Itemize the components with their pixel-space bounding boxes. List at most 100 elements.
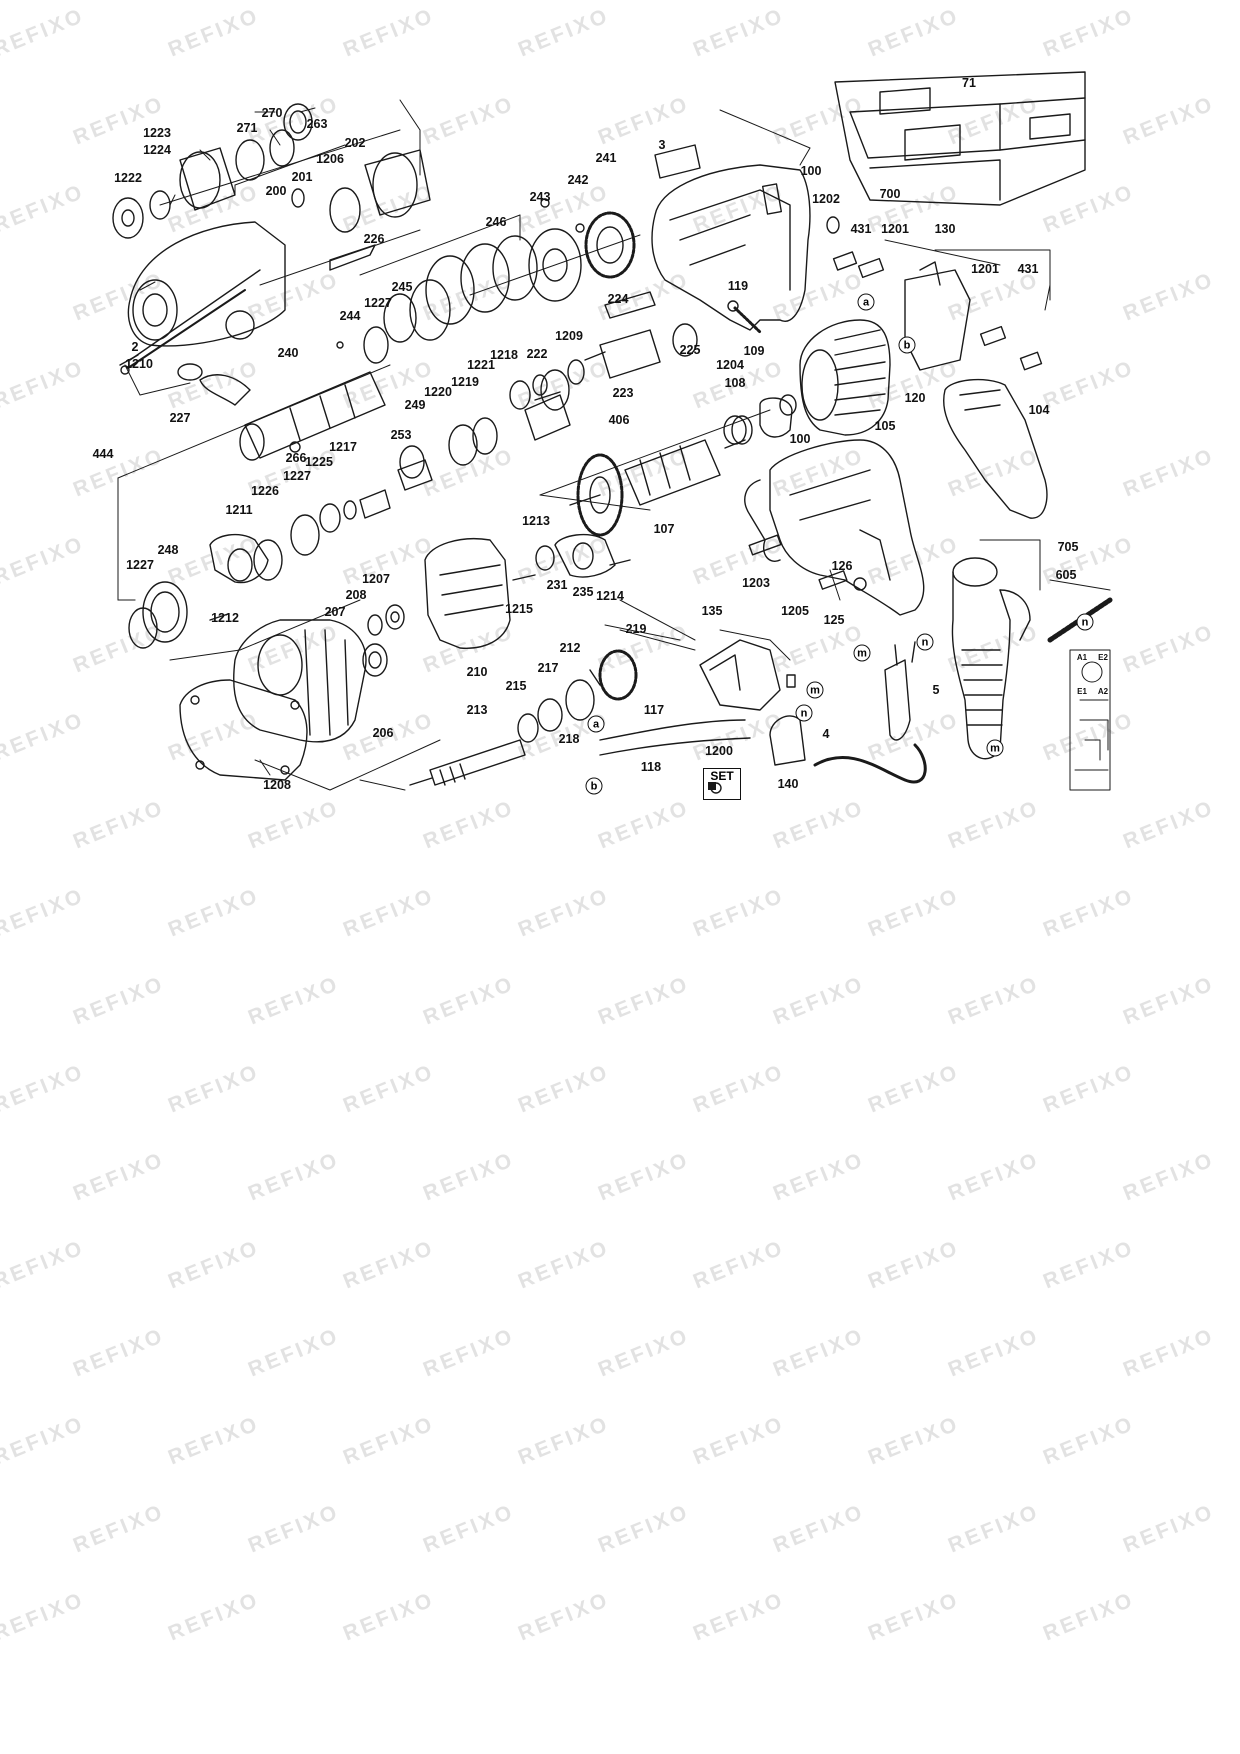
connection-marker-n: n: [916, 633, 934, 651]
connection-marker-b: b: [898, 336, 916, 354]
part-label-1214: 1214: [596, 588, 624, 603]
part-label-3: 3: [658, 137, 666, 152]
part-label-1218: 1218: [490, 347, 518, 362]
part-label-1213: 1213: [522, 513, 550, 528]
field-parts-1211: [128, 489, 391, 649]
bearing-plate-1213: [512, 533, 631, 581]
part-label-1215: 1215: [505, 601, 533, 616]
part-label-226: 226: [363, 231, 385, 246]
part-label-224: 224: [607, 291, 629, 306]
clutch-rings: [363, 235, 538, 364]
part-label-117: 117: [643, 702, 665, 717]
part-label-126: 126: [831, 558, 853, 573]
part-label-1224: 1224: [143, 142, 171, 157]
connection-marker-n: n: [1076, 613, 1094, 631]
part-label-1219: 1219: [451, 374, 479, 389]
part-label-235: 235: [572, 584, 594, 599]
part-label-215: 215: [505, 678, 527, 693]
part-label-222: 222: [526, 346, 548, 361]
motor-housing-100: [651, 144, 840, 331]
part-label-130: 130: [934, 221, 956, 236]
part-label-100: 100: [789, 431, 811, 446]
part-label-231: 231: [546, 577, 568, 592]
power-cord-4: [813, 641, 927, 784]
part-label-201: 201: [291, 169, 313, 184]
part-label-444: 444: [92, 446, 114, 461]
part-label-1211: 1211: [225, 502, 253, 517]
part-label-1209: 1209: [555, 328, 583, 343]
part-label-263: 263: [306, 116, 328, 131]
connection-marker-m: m: [806, 681, 824, 699]
part-label-213: 213: [466, 702, 488, 717]
part-label-2: 2: [131, 339, 139, 354]
bearing-1207: [367, 604, 405, 636]
connection-marker-b: b: [585, 777, 603, 795]
gears-241-243: [528, 198, 636, 302]
part-label-1202: 1202: [812, 191, 840, 206]
part-label-1227: 1227: [126, 557, 154, 572]
part-label-1220: 1220: [424, 384, 452, 399]
part-label-431: 431: [1017, 261, 1039, 276]
part-label-1222: 1222: [114, 170, 142, 185]
part-label-605: 605: [1055, 567, 1077, 582]
schematic-label-e2: E2: [1098, 653, 1108, 662]
part-label-120: 120: [904, 390, 926, 405]
part-label-271: 271: [236, 120, 258, 135]
handle-cover-104: [943, 378, 1048, 519]
part-label-100: 100: [800, 163, 822, 178]
part-label-223: 223: [612, 385, 634, 400]
connection-marker-m: m: [986, 739, 1004, 757]
connection-marker-a: a: [587, 715, 605, 733]
stator-105: [799, 319, 891, 436]
leader-lines: [117, 99, 1111, 791]
part-label-253: 253: [390, 427, 412, 442]
spindle-240: [239, 341, 386, 461]
part-label-1227: 1227: [283, 468, 311, 483]
part-label-1227: 1227: [364, 295, 392, 310]
part-label-1223: 1223: [143, 125, 171, 140]
part-label-1225: 1225: [305, 454, 333, 469]
part-label-248: 248: [157, 542, 179, 557]
part-label-244: 244: [339, 308, 361, 323]
part-label-118: 118: [640, 759, 662, 774]
part-label-210: 210: [466, 664, 488, 679]
part-label-1208: 1208: [263, 777, 291, 792]
part-label-243: 243: [529, 189, 551, 204]
part-label-1201: 1201: [971, 261, 999, 276]
part-label-1212: 1212: [211, 610, 239, 625]
schematic-label-e1: E1: [1077, 687, 1087, 696]
part-label-1206: 1206: [316, 151, 344, 166]
connection-marker-m: m: [853, 644, 871, 662]
part-label-1217: 1217: [329, 439, 357, 454]
gear-housing: [119, 221, 286, 406]
part-label-1201: 1201: [881, 221, 909, 236]
part-label-1204: 1204: [716, 357, 744, 372]
part-label-1221: 1221: [467, 357, 495, 372]
part-label-245: 245: [391, 279, 413, 294]
part-label-105: 105: [874, 418, 896, 433]
part-label-212: 212: [559, 640, 581, 655]
part-label-246: 246: [485, 214, 507, 229]
set-label: SET: [710, 769, 734, 783]
part-label-266: 266: [285, 450, 307, 465]
part-label-125: 125: [823, 612, 845, 627]
part-label-119: 119: [727, 278, 749, 293]
part-label-240: 240: [277, 345, 299, 360]
intermediate-shaft-213: [409, 649, 638, 786]
part-label-249: 249: [404, 397, 426, 412]
part-label-107: 107: [653, 521, 675, 536]
part-label-207: 207: [324, 604, 346, 619]
part-label-4: 4: [822, 726, 830, 741]
part-label-431: 431: [850, 221, 872, 236]
part-label-1200: 1200: [705, 743, 733, 758]
set-box: SET: [703, 768, 741, 800]
connecting-cables: [599, 719, 751, 756]
part-label-218: 218: [558, 731, 580, 746]
part-label-1210: 1210: [125, 356, 153, 371]
part-label-200: 200: [265, 183, 287, 198]
part-label-217: 217: [537, 660, 559, 675]
part-label-406: 406: [608, 412, 630, 427]
part-label-242: 242: [567, 172, 589, 187]
